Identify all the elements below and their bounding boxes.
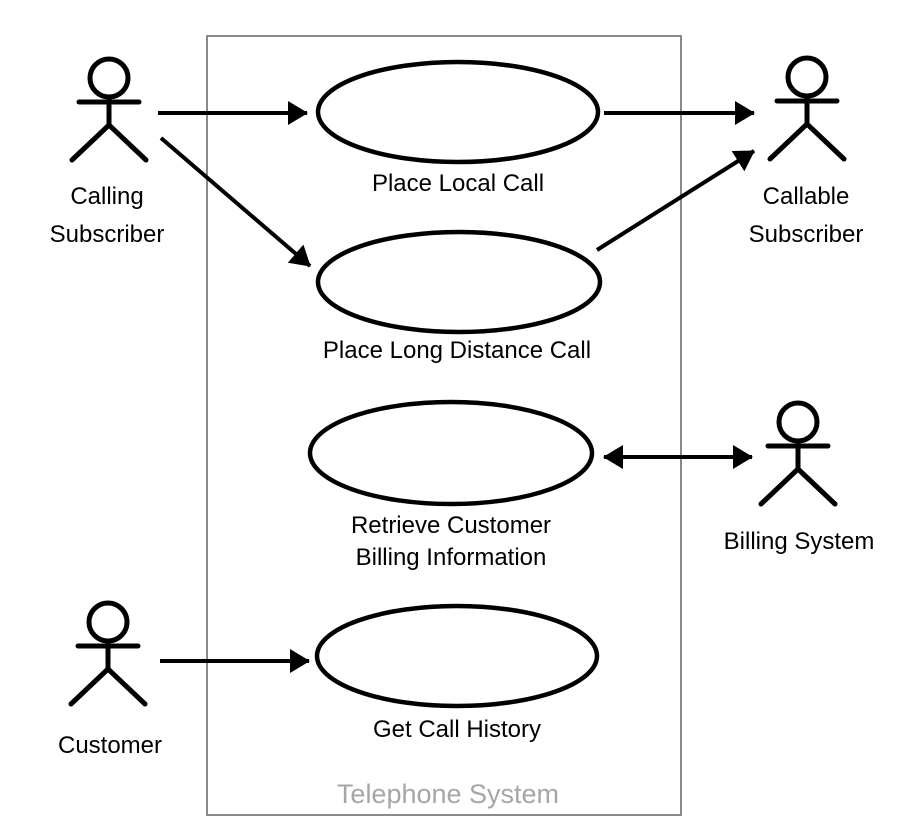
use-case-label-get-call-history: Get Call History (373, 716, 541, 743)
use-case-label-retrieve-customer-billing-information-line1: Retrieve Customer (351, 512, 551, 539)
actor-label-calling-subscriber-line1: Calling (70, 183, 143, 210)
actor-billing-system-icon (761, 403, 835, 504)
use-case-label-place-local-call: Place Local Call (372, 170, 544, 197)
system-boundary-box (206, 35, 682, 816)
arrow-place-long-distance-call-to-callable-subscriber (595, 149, 756, 252)
actor-callable-subscriber-icon (770, 58, 844, 159)
actor-label-customer: Customer (58, 732, 162, 759)
arrow-calling-subscriber-to-place-long-distance-call (159, 136, 312, 268)
actor-calling-subscriber-icon (72, 59, 146, 160)
use-case-place-local-call (315, 59, 601, 165)
use-case-place-long-distance-call (315, 229, 603, 335)
use-case-retrieve-customer-billing-information (307, 399, 595, 507)
use-case-get-call-history (314, 603, 600, 709)
actor-label-callable-subscriber-line2: Subscriber (749, 221, 864, 248)
actor-label-billing-system: Billing System (724, 528, 875, 555)
system-boundary-label: Telephone System (337, 779, 559, 809)
actor-label-calling-subscriber-line2: Subscriber (50, 221, 165, 248)
use-case-label-place-long-distance-call: Place Long Distance Call (323, 337, 591, 364)
actor-customer-icon (71, 603, 145, 704)
actor-label-callable-subscriber-line1: Callable (763, 183, 850, 210)
use-case-label-retrieve-customer-billing-information-line2: Billing Information (356, 544, 547, 571)
